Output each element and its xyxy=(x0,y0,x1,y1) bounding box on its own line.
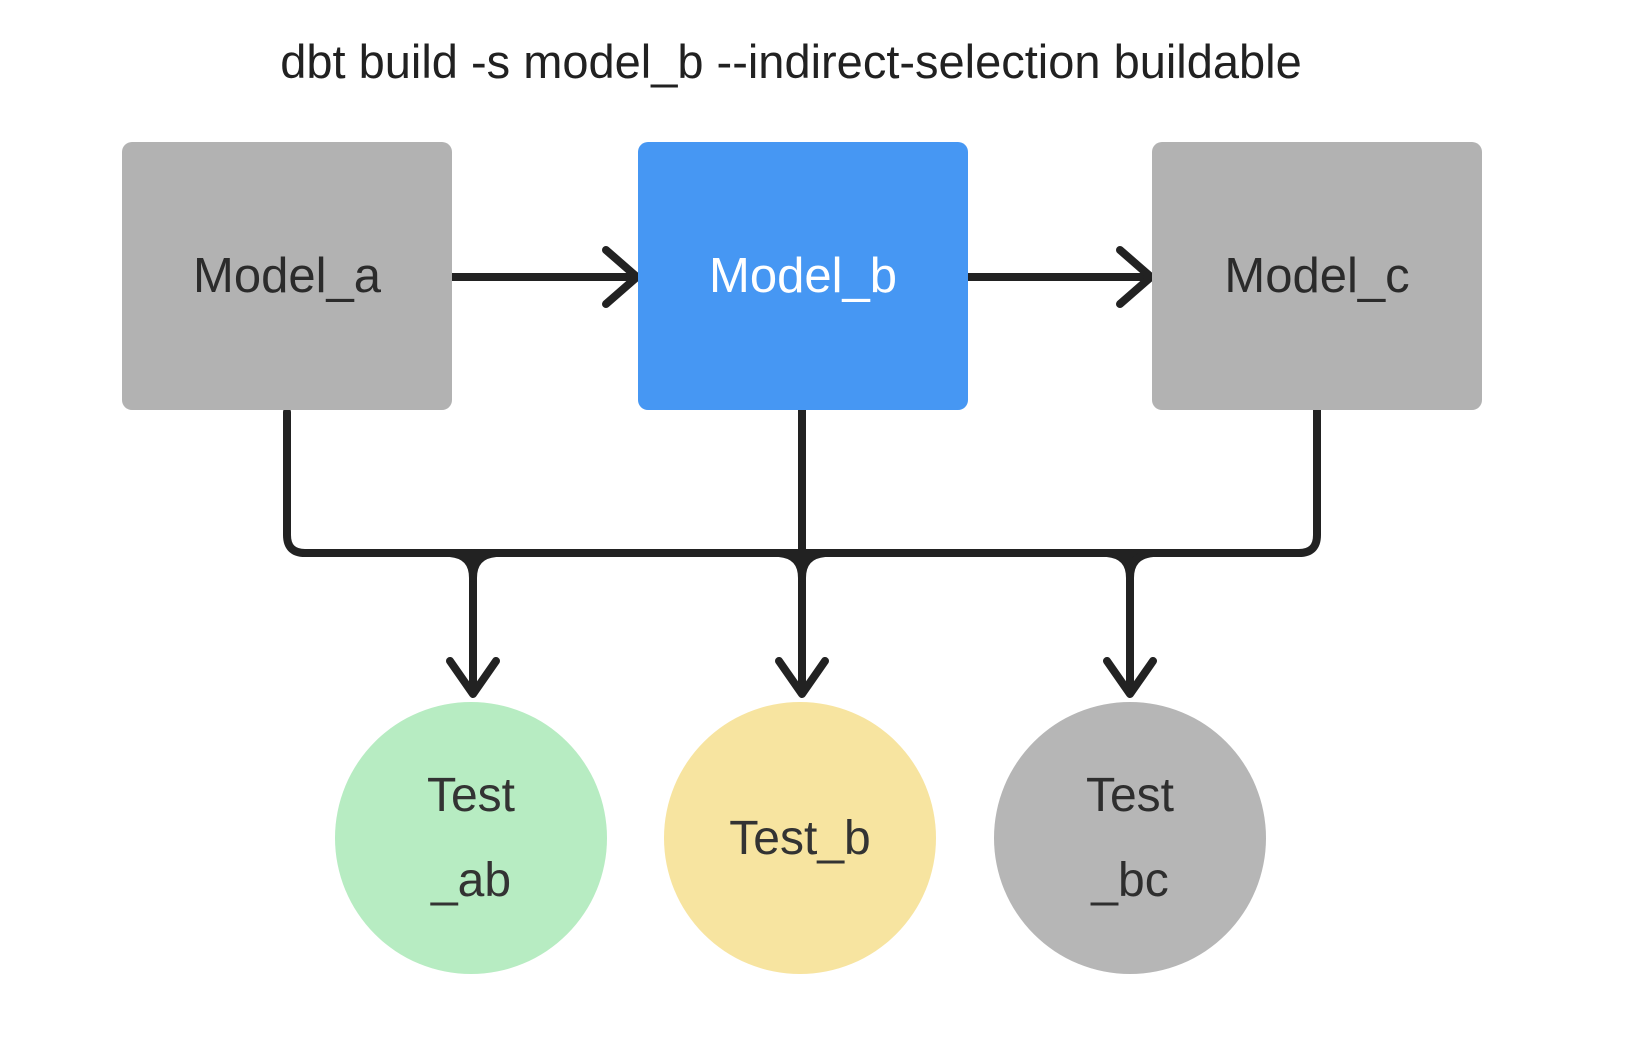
junction-fillet-b-right xyxy=(798,549,829,582)
test-ab-label: Test _ab xyxy=(426,769,516,907)
model-a-label: Model_a xyxy=(193,249,381,303)
model-c-node: Model_c xyxy=(1152,142,1482,410)
test-bc-label: Test _bc xyxy=(1085,769,1175,907)
junction-fillet-ab-right xyxy=(469,549,500,582)
edge-model-a-to-model-b-arrowhead-icon xyxy=(602,246,641,308)
test-ab-node: Test _ab xyxy=(335,702,607,974)
test-b-node: Test_b xyxy=(664,702,936,974)
arrowhead-test-b-icon xyxy=(775,657,829,698)
model-b-label: Model_b xyxy=(709,249,897,303)
junction-fillet-bc-right xyxy=(1126,549,1157,582)
diagram-title: dbt build -s model_b --indirect-selectio… xyxy=(280,35,1302,88)
model-c-label: Model_c xyxy=(1224,249,1410,303)
arrowhead-test-ab-icon xyxy=(446,657,500,698)
junction-fillet-b-left xyxy=(775,549,806,582)
model-a-node: Model_a xyxy=(122,142,452,410)
test-bc-node: Test _bc xyxy=(994,702,1266,974)
junction-fillet-bc-left xyxy=(1103,549,1134,582)
arrowhead-test-bc-icon xyxy=(1103,657,1157,698)
model-b-node: Model_b xyxy=(638,142,968,410)
junction-fillet-ab-left xyxy=(446,549,477,582)
test-b-label: Test_b xyxy=(729,811,871,865)
edge-model-b-to-model-c-arrowhead-icon xyxy=(1116,246,1155,308)
bus-line xyxy=(283,405,1321,557)
